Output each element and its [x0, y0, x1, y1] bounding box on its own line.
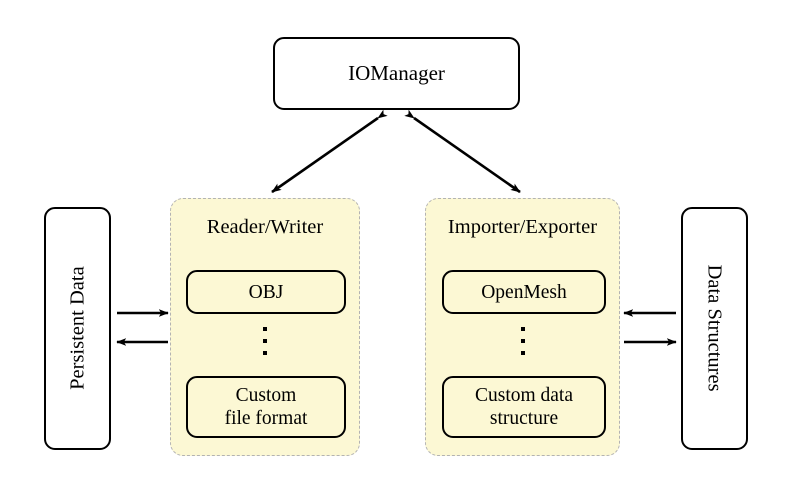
persistent-data-node[interactable]: Persistent Data — [44, 207, 111, 450]
panel-reader-writer[interactable]: Reader/Writer OBJ Custom file format — [170, 198, 360, 456]
ellipsis-dot — [263, 351, 267, 355]
ellipsis-dot — [263, 339, 267, 343]
item-openmesh-label: OpenMesh — [481, 281, 567, 303]
item-custom-data-structure[interactable]: Custom data structure — [442, 376, 606, 438]
item-custom-file-format-label: Custom file format — [224, 385, 308, 429]
data-structures-node[interactable]: Data Structures — [681, 207, 748, 450]
persistent-data-label: Persistent Data — [66, 266, 89, 391]
ellipsis-dot — [520, 339, 525, 343]
connector-manager-to-importerexporter — [404, 109, 521, 194]
data-structures-label: Data Structures — [703, 265, 726, 392]
item-custom-data-structure-label: Custom data structure — [474, 385, 574, 429]
item-obj[interactable]: OBJ — [186, 270, 346, 314]
io-manager-label: IOManager — [348, 61, 445, 86]
panel-importer-exporter-title: Importer/Exporter — [447, 216, 598, 238]
ellipsis-dot — [520, 351, 525, 355]
ellipsis-dot — [520, 327, 525, 331]
item-obj-label: OBJ — [248, 281, 284, 303]
connector-manager-to-readerwriter — [271, 109, 388, 194]
ellipsis-importer-exporter — [426, 327, 619, 355]
panel-reader-writer-title: Reader/Writer — [206, 216, 324, 238]
ellipsis-reader-writer — [171, 327, 359, 355]
panel-importer-exporter[interactable]: Importer/Exporter OpenMesh Custom data s… — [425, 198, 620, 456]
io-manager-node[interactable]: IOManager — [273, 37, 520, 110]
item-custom-file-format[interactable]: Custom file format — [186, 376, 346, 438]
ellipsis-dot — [263, 327, 267, 331]
item-openmesh[interactable]: OpenMesh — [442, 270, 606, 314]
